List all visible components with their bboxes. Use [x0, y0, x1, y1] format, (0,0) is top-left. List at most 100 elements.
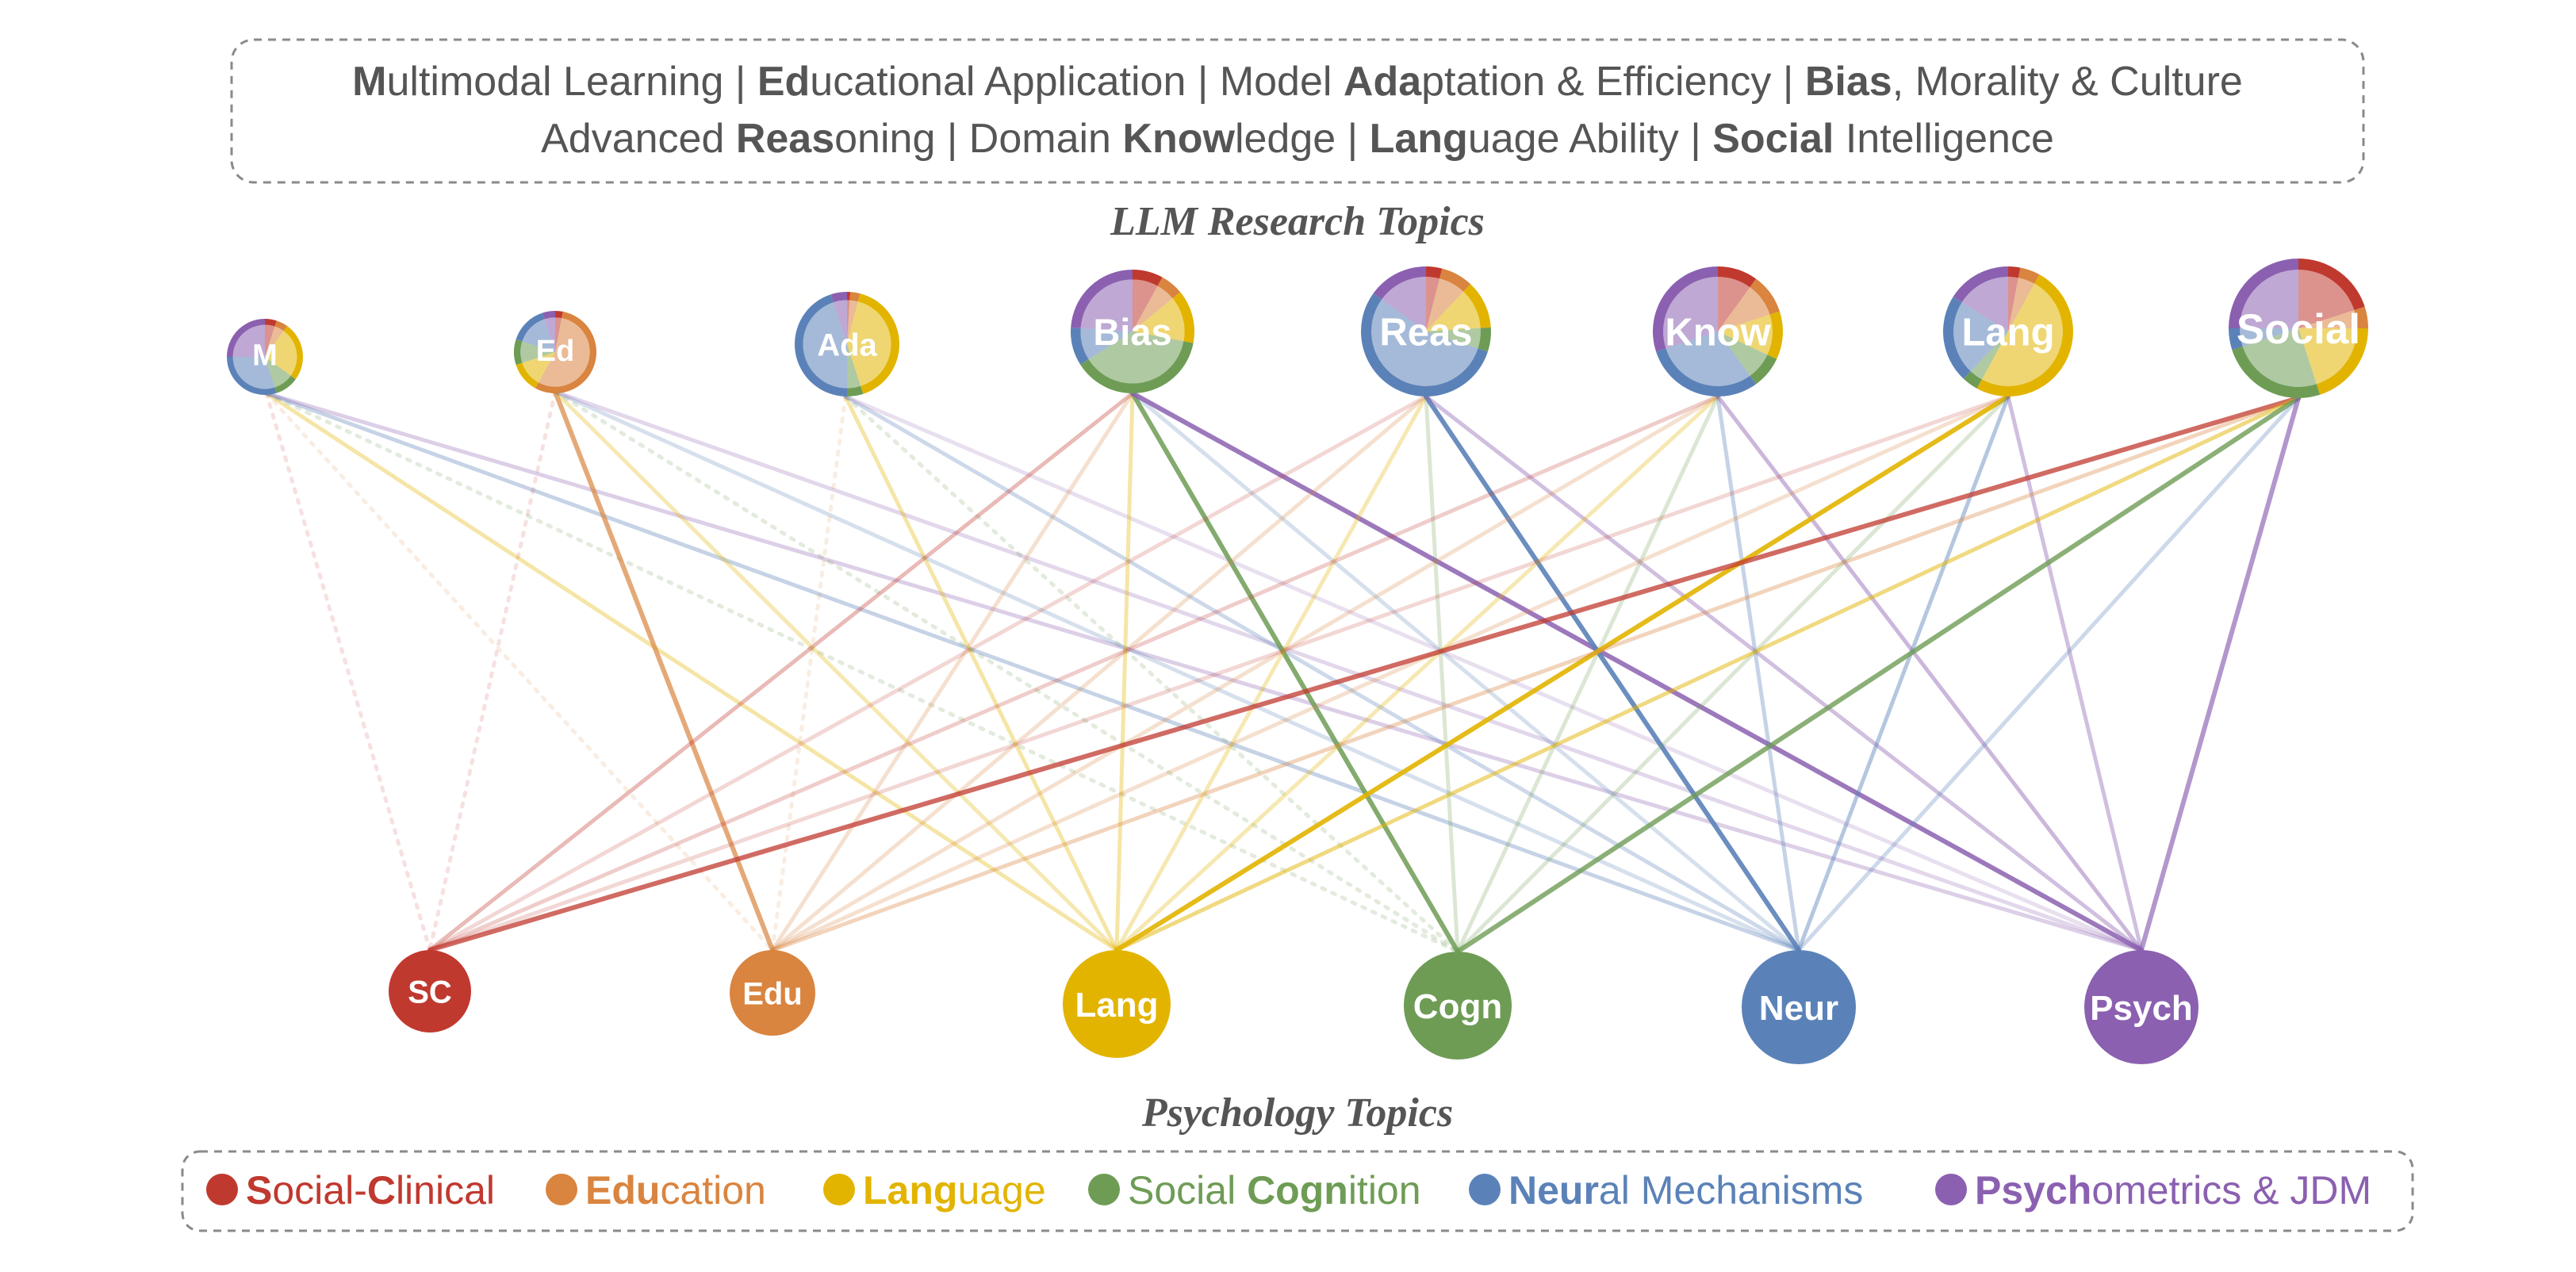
edge-m-to-psych: [264, 391, 2144, 952]
legend-term-rest: oning: [834, 116, 935, 162]
legend-label: Education: [585, 1168, 766, 1213]
edge-social-to-psych: [2139, 396, 2301, 952]
llm-node-label: Bias: [1093, 311, 1171, 353]
edge-reas-to-cogn: [1424, 394, 1460, 954]
edge-ed-to-edu: [553, 389, 775, 952]
legend-dot: [1935, 1174, 1967, 1205]
edge-bias-to-edu: [770, 391, 1135, 952]
legend-label: Psychometrics & JDM: [1975, 1168, 2371, 1213]
edge-know-to-sc: [427, 394, 1720, 952]
llm-node-slice-fill: [847, 301, 891, 386]
edge-reas-to-neur: [1424, 394, 1801, 952]
psych-node-lang: Lang: [1063, 950, 1171, 1058]
llm-node-slice-fill: [265, 324, 275, 357]
legend-label-part: ocial-: [272, 1168, 366, 1213]
edge-lang-to-neur: [1796, 394, 2011, 952]
edge-m-to-cogn: [264, 391, 1460, 954]
top-legend-box: [230, 38, 2365, 184]
legend-separator: |: [1771, 59, 1804, 105]
legend-term-rest: Intelligence: [1834, 116, 2054, 162]
edge-social-to-lang: [1114, 396, 2301, 952]
llm-node-slice-fill: [265, 326, 284, 357]
llm-node-slice-fill: [522, 319, 555, 352]
llm-node-slice-fill: [1718, 277, 1750, 331]
legend-term-abbrev: M: [352, 59, 386, 105]
llm-node-slice-fill: [265, 331, 297, 376]
edge-know-to-psych: [1715, 394, 2144, 952]
psych-node-label: Edu: [742, 976, 803, 1011]
psych-node-psych: Psych: [2084, 950, 2198, 1064]
edge-lang-to-cogn: [1455, 394, 2011, 954]
llm-node-slice-fill: [1953, 302, 2008, 372]
legend-dot: [206, 1174, 238, 1205]
llm-node-slice-fill: [1080, 279, 1133, 331]
edge-reas-to-sc: [427, 394, 1428, 952]
edge-ed-to-cogn: [553, 389, 1460, 954]
llm-node-slice-fill: [1080, 328, 1133, 360]
legend-dot: [1469, 1174, 1501, 1205]
psych-node-cogn: Cogn: [1404, 952, 1512, 1059]
edge-lang-to-lang: [1114, 394, 2011, 952]
psych-node-circle: [1742, 950, 1856, 1064]
llm-node-ed: Ed: [514, 311, 596, 393]
edge-lang-to-psych: [2006, 394, 2144, 952]
llm-node-slice-fill: [1718, 314, 1773, 355]
legend-label-part: C: [367, 1168, 396, 1213]
legend-separator: |: [1336, 116, 1369, 162]
llm-node-slice-fill: [1981, 283, 2063, 386]
edge-ada-to-lang: [843, 394, 1119, 952]
psych-node-neur: Neur: [1742, 950, 1856, 1064]
legend-term-prefix: Advanced: [541, 116, 736, 162]
psych-node-circle: [1404, 952, 1512, 1059]
llm-node-bias: Bias: [1071, 270, 1195, 393]
legend-term-abbrev: Ada: [1344, 59, 1422, 105]
legend-term-rest: ptation & Efficiency: [1421, 59, 1771, 105]
edge-know-to-edu: [770, 394, 1720, 952]
llm-node-slice-fill: [833, 300, 847, 344]
legend-label-part: ometrics & JDM: [2091, 1168, 2371, 1213]
llm-node-slice-fill: [2298, 310, 2357, 328]
edge-ada-to-cogn: [843, 394, 1460, 954]
legend-label: Neural Mechanisms: [1508, 1168, 1863, 1213]
legend-dot: [823, 1174, 855, 1205]
legend-label-part: cation: [660, 1168, 765, 1213]
edge-m-to-neur: [264, 391, 1801, 952]
llm-node-slice-fill: [847, 300, 850, 344]
legend-label: Social-Clinical: [246, 1168, 495, 1213]
llm-node-slice-fill: [1426, 328, 1481, 349]
legend-label-part: Cogn: [1247, 1168, 1348, 1213]
edge-reas-to-lang: [1114, 394, 1428, 952]
edge-ada-to-edu: [770, 394, 848, 952]
psych-node-label: SC: [408, 975, 452, 1010]
edge-ed-to-neur: [553, 389, 1801, 952]
legend-label-part: Social: [1128, 1168, 1247, 1213]
edge-ed-to-psych: [553, 389, 2144, 952]
llm-node-slice-fill: [1961, 277, 2008, 331]
edge-ed-to-sc: [427, 389, 558, 952]
llm-node-slice-fill: [2240, 328, 2298, 347]
legend-item-sc: Social-Clinical: [206, 1168, 495, 1213]
legend-term-rest: ucational Application: [810, 59, 1186, 105]
llm-node-slice-fill: [265, 357, 291, 388]
legend-label: Social Cognition: [1128, 1168, 1421, 1213]
llm-node-slice-fill: [803, 302, 847, 389]
edge-social-to-cogn: [1455, 396, 2301, 954]
llm-node-slice-fill: [1088, 331, 1184, 384]
legend-item-lang: Language: [823, 1168, 1046, 1213]
llm-node-label: Know: [1665, 312, 1771, 354]
legend-label-part: S: [246, 1168, 272, 1213]
psych-node-circle: [389, 950, 471, 1033]
legend-separator: |: [1186, 59, 1219, 105]
llm-node-slice-fill: [2240, 270, 2298, 328]
edge-social-to-sc: [427, 396, 2301, 952]
legend-separator: |: [723, 59, 757, 105]
llm-research-topics-title: LLM Research Topics: [1110, 199, 1485, 244]
legend-term-abbrev: Bias: [1805, 59, 1892, 105]
legend-label: Language: [863, 1168, 1046, 1213]
legend-term-abbrev: Ed: [757, 59, 810, 105]
psych-nodes-layer: SC Edu Lang Cogn Neur Psych: [389, 950, 2198, 1064]
bottom-legend: Social-Clinical Education Language Social C…: [206, 1168, 2371, 1213]
llm-node-slice-fill: [1371, 299, 1478, 386]
legend-term-abbrev: Reas: [736, 116, 834, 162]
